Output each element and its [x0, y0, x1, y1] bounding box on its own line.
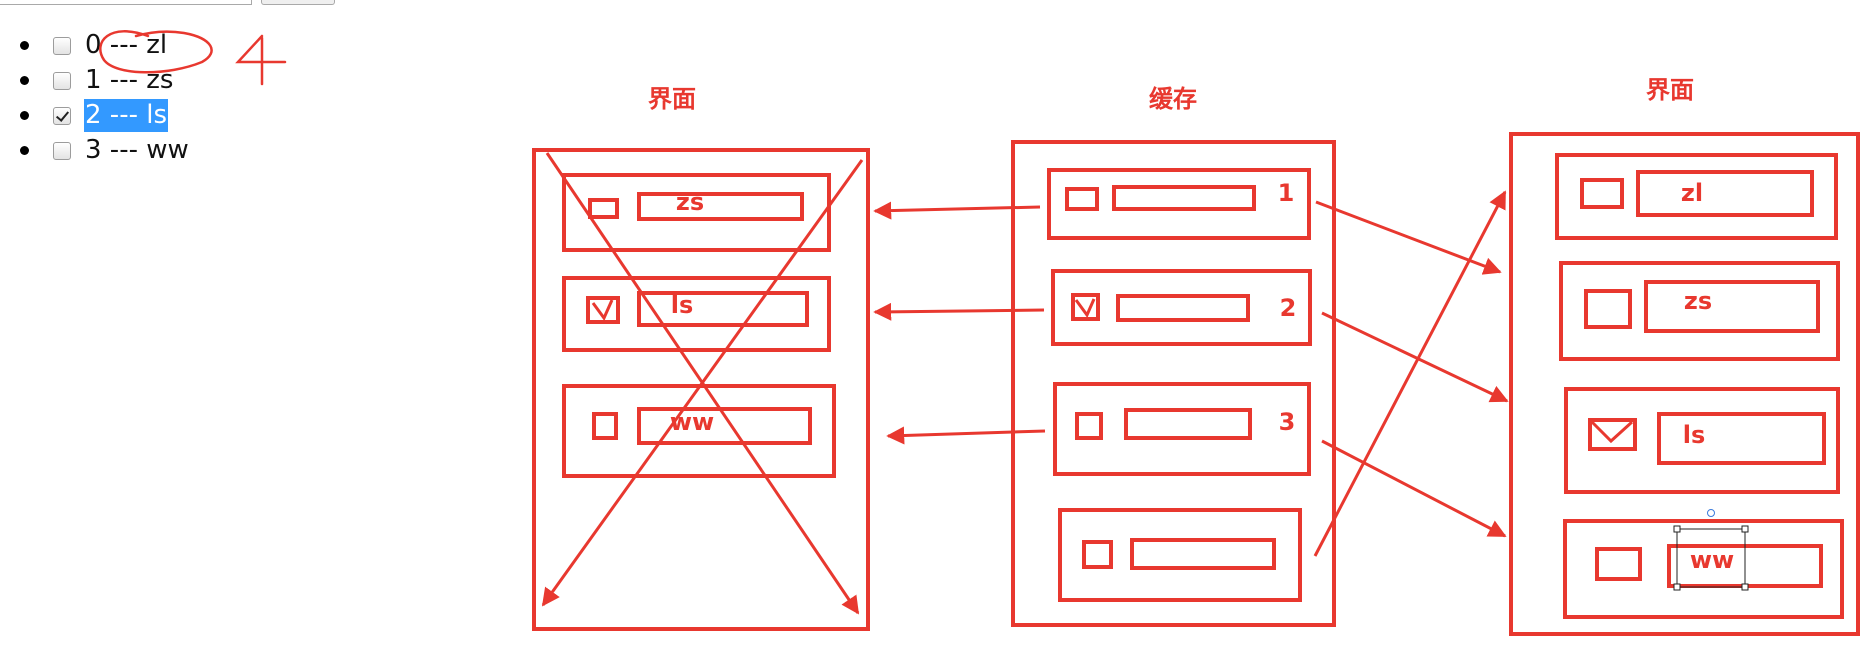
handwritten-four [235, 34, 287, 86]
checkbox-checked-icon [1588, 418, 1637, 451]
checkbox-icon [592, 412, 618, 440]
right-row-label: zs [1684, 287, 1712, 315]
cache-row-empty [1058, 508, 1302, 602]
cache-panel-title: 缓存 [1149, 85, 1197, 113]
cache-row-3 [1053, 382, 1311, 476]
left-panel [532, 148, 870, 631]
text-input[interactable] [0, 0, 252, 5]
checkbox-icon [1584, 289, 1632, 329]
bullet-icon [20, 111, 29, 120]
checkbox-icon [1082, 540, 1113, 569]
checkbox-icon [588, 198, 619, 219]
arrows-cache-to-left [873, 201, 1046, 445]
left-row-label: ww [670, 408, 714, 436]
cross-out-mark [541, 152, 864, 615]
bullet-icon [20, 76, 29, 85]
list-item: 2 --- ls [20, 98, 190, 133]
right-row-zs [1559, 261, 1840, 361]
right-row-label: ww [1690, 546, 1734, 574]
cache-row-number: 2 [1280, 294, 1297, 322]
list-item: 3 --- ww [20, 133, 190, 168]
todo-list: 0 --- zl 1 --- zs 2 --- ls 3 --- ww [20, 28, 190, 168]
handwritten-annotation [99, 30, 287, 86]
checkbox-checked-icon [586, 296, 620, 324]
handwritten-four-label: 4 [0, 0, 1, 1]
bullet-icon [20, 146, 29, 155]
checkbox[interactable] [53, 71, 71, 90]
cache-row-2 [1051, 269, 1312, 346]
list-item-label: 3 --- ww [85, 135, 189, 165]
list-item: 0 --- zl [20, 28, 190, 63]
right-row-zl [1555, 153, 1838, 240]
cache-row-number: 3 [1279, 408, 1296, 436]
right-row-label: ls [1683, 421, 1706, 449]
right-row-ls [1564, 387, 1840, 494]
cache-panel [1011, 140, 1336, 627]
checkbox-checked[interactable] [53, 106, 71, 125]
left-row-label: zs [676, 188, 704, 216]
checkbox[interactable] [53, 36, 71, 55]
checkbox[interactable] [53, 141, 71, 160]
checkbox-icon [1075, 412, 1103, 440]
left-row-ls [562, 276, 831, 352]
checkbox-checked-icon [1071, 293, 1100, 321]
add-button[interactable] [261, 0, 335, 5]
cache-row-number: 1 [1278, 179, 1295, 207]
bullet-icon [20, 41, 29, 50]
left-row-zs [562, 173, 831, 252]
left-row-label: ls [671, 291, 694, 319]
checkbox-icon [1595, 547, 1642, 581]
left-panel-title: 界面 [648, 85, 696, 113]
selection-box[interactable] [1673, 509, 1749, 591]
right-panel [1509, 132, 1860, 636]
cache-panel-frame [1011, 140, 1336, 627]
checkbox-icon [1065, 187, 1099, 211]
cache-row-1 [1047, 168, 1311, 240]
right-row-label: zl [1681, 179, 1703, 207]
left-panel-frame [532, 148, 870, 631]
right-panel-frame [1509, 132, 1860, 636]
list-item-label: 2 --- ls [84, 99, 168, 132]
arrows-cache-to-right [1313, 190, 1509, 557]
list-item-label: 0 --- zl [85, 30, 168, 60]
rotate-handle-icon[interactable] [1707, 509, 1715, 517]
right-panel-title: 界面 [1646, 76, 1694, 104]
checkbox-icon [1580, 178, 1624, 209]
